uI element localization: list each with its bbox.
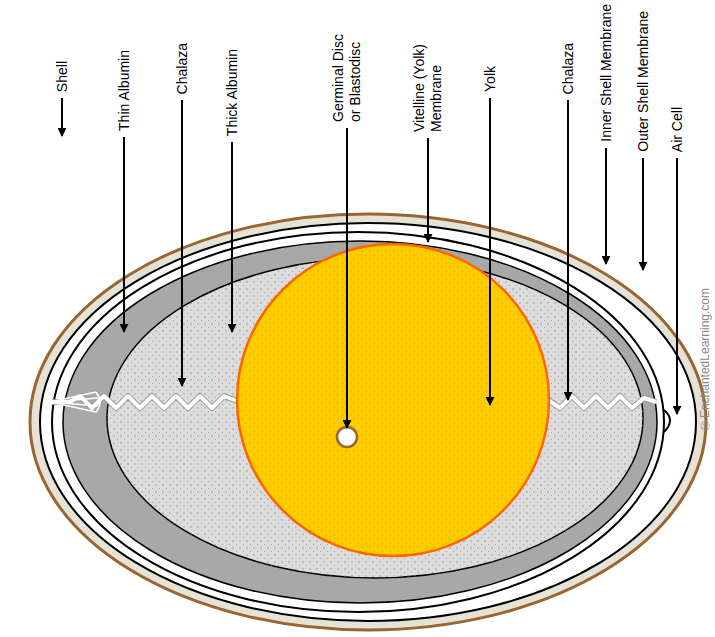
leader-arrow — [489, 98, 491, 405]
inner-shell-membrane — [52, 232, 664, 612]
part-label: Outer Shell Membrane — [635, 11, 652, 152]
leader-arrow — [642, 158, 644, 270]
leader-arrow — [181, 100, 183, 386]
part-label: Yolk — [482, 66, 499, 92]
germinal-disc — [337, 427, 357, 447]
part-label: Thick Albumin — [224, 49, 241, 136]
leader-arrow — [427, 138, 429, 242]
part-label: Germinal Disc or Blastodisc — [330, 22, 364, 122]
part-label: Shell — [54, 61, 71, 92]
leader-arrow — [346, 128, 348, 428]
leader-arrow — [605, 148, 607, 264]
watermark: ©EnchantedLearning.com — [698, 288, 712, 432]
yolk-texture — [239, 246, 547, 554]
leader-arrow — [61, 98, 63, 136]
yolk — [237, 244, 549, 556]
part-label: Inner Shell Membrane — [598, 4, 615, 142]
part-label: Chalaza — [174, 43, 191, 94]
leader-arrow — [123, 137, 125, 332]
air-cell-cusp — [664, 410, 670, 432]
outer-shell-membrane — [40, 223, 696, 621]
chalaza-right — [548, 396, 656, 408]
leader-arrow — [567, 100, 569, 400]
leader-arrows — [62, 98, 677, 428]
leader-arrow — [231, 142, 233, 332]
chalaza-left — [50, 392, 240, 412]
part-label: Vitelline (Yolk) Membrane — [411, 22, 445, 132]
part-label: Thin Albumin — [116, 50, 133, 131]
part-label: Air Cell — [669, 107, 686, 152]
part-label: Chalaza — [560, 43, 577, 94]
leader-arrow — [676, 158, 678, 414]
shell — [30, 214, 706, 630]
